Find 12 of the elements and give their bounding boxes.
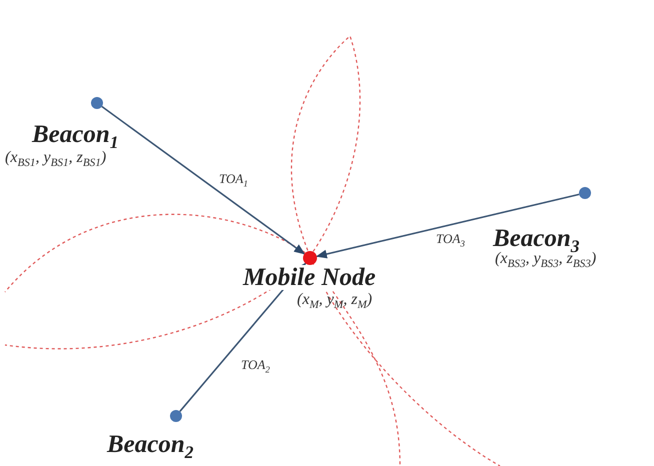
arrow xyxy=(316,194,580,258)
edge-label: TOA$_{3}$ xyxy=(435,232,466,249)
beacon-dot xyxy=(579,187,591,199)
node-name: Mobile Node xyxy=(243,265,376,290)
arrow xyxy=(101,106,306,255)
edge-label: TOA$_{2}$ xyxy=(240,358,271,375)
beacon-dot xyxy=(170,410,182,422)
coordinates-label: (x$_{M}$, y$_{M}$, z$_{M}$) xyxy=(297,292,372,312)
mobile-node-dot xyxy=(303,251,317,265)
edge-label: TOA$_{1}$ xyxy=(218,172,249,189)
coordinates-label: (x$_{BS1}$, y$_{BS1}$, z$_{BS1}$) xyxy=(5,150,106,170)
beacon-dot xyxy=(91,97,103,109)
